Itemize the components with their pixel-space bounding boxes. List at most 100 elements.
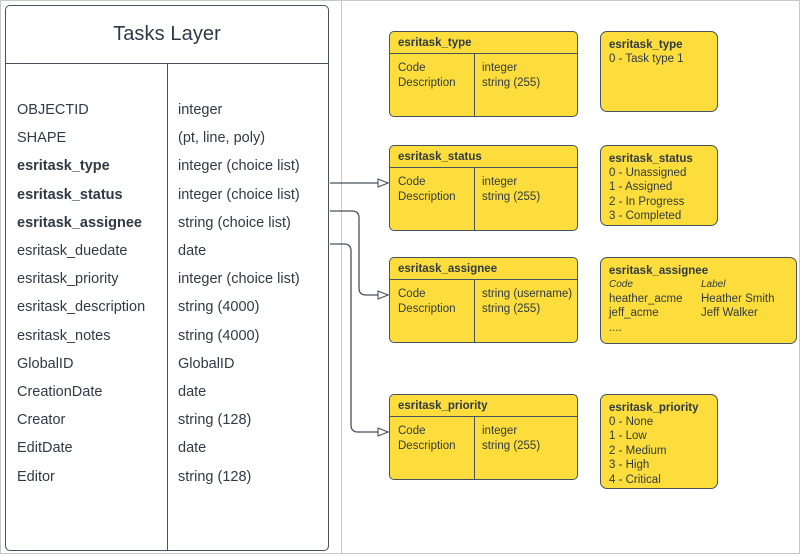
schema-type-code: string (username) bbox=[482, 288, 573, 300]
schema-box-field-names: Code Description bbox=[398, 175, 456, 205]
entity-field-row: OBJECTID integer bbox=[6, 96, 328, 124]
entity-field-name: GlobalID bbox=[17, 355, 74, 372]
values-box-lines: 0 - None 1 - Low 2 - Medium 3 - High 4 -… bbox=[609, 415, 717, 487]
schema-field-code: Code bbox=[398, 288, 426, 300]
schema-box-header: esritask_status bbox=[390, 146, 577, 168]
schema-type-description: string (255) bbox=[482, 303, 541, 315]
entity-field-name: esritask_type bbox=[17, 158, 110, 175]
entity-title-bar: Tasks Layer bbox=[6, 6, 328, 64]
entity-field-type: integer (choice list) bbox=[178, 186, 300, 203]
schema-box-column-divider bbox=[474, 168, 475, 230]
schema-box-field-names: Code Description bbox=[398, 424, 456, 454]
schema-box-header: esritask_type bbox=[390, 32, 577, 54]
values-line: 0 - Task type 1 bbox=[609, 53, 684, 65]
values-box-esritask-priority[interactable]: esritask_priority 0 - None 1 - Low 2 - M… bbox=[600, 394, 718, 489]
values-row: heather_acme Heather Smith bbox=[609, 292, 796, 306]
values-column-header-label: Label bbox=[701, 279, 726, 290]
schema-box-esritask-type[interactable]: esritask_type Code Description integer s… bbox=[389, 31, 578, 117]
values-line: 4 - Critical bbox=[609, 473, 661, 486]
schema-field-description: Description bbox=[398, 77, 456, 89]
values-line: 0 - Unassigned bbox=[609, 167, 687, 179]
entity-field-name: OBJECTID bbox=[17, 102, 89, 119]
entity-field-row: esritask_notes string (4000) bbox=[6, 322, 328, 350]
entity-field-type: date bbox=[178, 440, 207, 457]
schema-box-title: esritask_type bbox=[398, 36, 472, 49]
entity-field-row: CreationDate date bbox=[6, 378, 328, 406]
schema-box-esritask-priority[interactable]: esritask_priority Code Description integ… bbox=[389, 394, 578, 480]
schema-field-code: Code bbox=[398, 425, 426, 437]
entity-field-name: SHAPE bbox=[17, 130, 67, 147]
entity-field-type: date bbox=[178, 243, 207, 260]
panel-divider bbox=[341, 1, 342, 553]
schema-box-field-types: string (username) string (255) bbox=[482, 287, 572, 317]
schema-box-field-types: integer string (255) bbox=[482, 175, 540, 205]
values-line: 2 - Medium bbox=[609, 444, 667, 457]
schema-box-title: esritask_priority bbox=[398, 399, 488, 412]
values-box-esritask-status[interactable]: esritask_status 0 - Unassigned 1 - Assig… bbox=[600, 145, 718, 226]
values-line: 1 - Low bbox=[609, 430, 647, 443]
values-box-lines: 0 - Task type 1 bbox=[609, 52, 717, 66]
values-row-code: jeff_acme bbox=[609, 307, 659, 320]
entity-field-type: string (4000) bbox=[178, 327, 260, 344]
entity-field-type: integer (choice list) bbox=[178, 158, 300, 175]
schema-type-description: string (255) bbox=[482, 440, 541, 452]
entity-field-name: EditDate bbox=[17, 440, 73, 457]
schema-box-esritask-status[interactable]: esritask_status Code Description integer… bbox=[389, 145, 578, 231]
schema-box-column-divider bbox=[474, 280, 475, 342]
entity-field-name: esritask_priority bbox=[17, 271, 119, 288]
entity-field-row: esritask_type integer (choice list) bbox=[6, 152, 328, 180]
entity-field-row: esritask_status integer (choice list) bbox=[6, 181, 328, 209]
schema-type-code: integer bbox=[482, 62, 518, 74]
entity-field-type: string (128) bbox=[178, 468, 252, 485]
entity-field-type: string (4000) bbox=[178, 299, 260, 316]
entity-field-name: esritask_notes bbox=[17, 327, 111, 344]
values-row-label: Heather Smith bbox=[701, 293, 775, 305]
values-column-header-code: Code bbox=[609, 279, 633, 290]
page-title: Tasks Layer bbox=[113, 23, 221, 45]
schema-type-code: integer bbox=[482, 425, 518, 437]
schema-box-column-divider bbox=[474, 54, 475, 116]
values-column-headers: Code Label bbox=[609, 278, 796, 292]
schema-box-field-names: Code Description bbox=[398, 61, 456, 91]
entity-field-name: Editor bbox=[17, 468, 55, 485]
entity-field-type: GlobalID bbox=[178, 355, 235, 372]
values-row-code: heather_acme bbox=[609, 293, 683, 305]
entity-field-row: esritask_priority integer (choice list) bbox=[6, 265, 328, 293]
values-line: 2 - In Progress bbox=[609, 195, 685, 208]
entity-field-row: SHAPE (pt, line, poly) bbox=[6, 124, 328, 152]
schema-field-code: Code bbox=[398, 62, 426, 74]
values-box-title: esritask_assignee bbox=[609, 265, 709, 277]
values-line: 0 - None bbox=[609, 416, 654, 428]
schema-type-description: string (255) bbox=[482, 191, 541, 203]
values-line: 3 - High bbox=[609, 459, 650, 472]
entity-field-type: integer (choice list) bbox=[178, 271, 300, 288]
schema-box-title: esritask_assignee bbox=[398, 262, 498, 275]
schema-type-code: integer bbox=[482, 176, 518, 188]
schema-box-esritask-assignee[interactable]: esritask_assignee Code Description strin… bbox=[389, 257, 578, 343]
schema-box-header: esritask_priority bbox=[390, 395, 577, 417]
schema-box-field-types: integer string (255) bbox=[482, 61, 540, 91]
entity-field-name: CreationDate bbox=[17, 383, 103, 400]
values-box-esritask-type[interactable]: esritask_type 0 - Task type 1 bbox=[600, 31, 718, 112]
values-box-title: esritask_status bbox=[609, 153, 693, 165]
schema-field-description: Description bbox=[398, 303, 456, 315]
entity-field-name: esritask_duedate bbox=[17, 243, 128, 260]
values-row: jeff_acme Jeff Walker bbox=[609, 306, 796, 320]
schema-box-title: esritask_status bbox=[398, 150, 482, 163]
entity-field-type: date bbox=[178, 383, 207, 400]
entity-field-type: integer bbox=[178, 102, 223, 119]
values-line: 3 - Completed bbox=[609, 210, 682, 223]
entity-field-name: esritask_status bbox=[17, 186, 123, 203]
entity-field-type: (pt, line, poly) bbox=[178, 130, 266, 147]
entity-field-row: esritask_description string (4000) bbox=[6, 293, 328, 321]
entity-field-name: esritask_description bbox=[17, 299, 146, 316]
schema-box-header: esritask_assignee bbox=[390, 258, 577, 280]
values-box-esritask-assignee[interactable]: esritask_assignee Code Label heather_acm… bbox=[600, 257, 797, 344]
entity-field-type: string (choice list) bbox=[178, 214, 291, 231]
